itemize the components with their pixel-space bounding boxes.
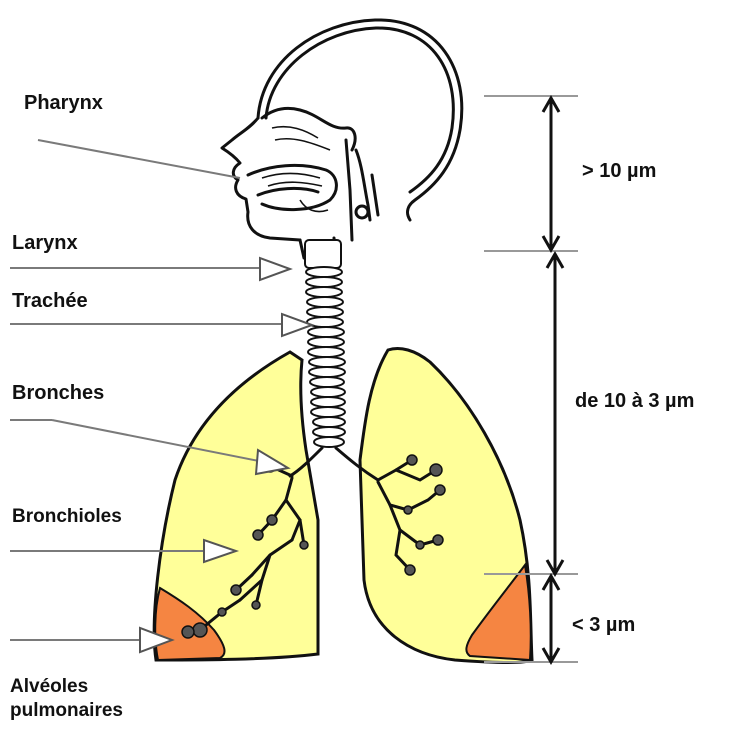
label-alveoles-line1: Alvéoles [10, 677, 88, 698]
label-alveoles-line2: pulmonaires [10, 701, 123, 722]
size-label-upper: > 10 µm [582, 160, 656, 182]
size-label-middle: de 10 à 3 µm [575, 390, 694, 412]
label-bronchioles: Bronchioles [12, 507, 122, 528]
label-trachee: Trachée [12, 290, 88, 312]
head-drawing [222, 20, 462, 262]
larynx-arrowhead [260, 258, 290, 280]
label-pharynx: Pharynx [24, 92, 103, 114]
label-larynx: Larynx [12, 232, 78, 254]
trachea [305, 240, 345, 447]
label-bronches: Bronches [12, 382, 104, 404]
size-label-lower: < 3 µm [572, 614, 635, 636]
